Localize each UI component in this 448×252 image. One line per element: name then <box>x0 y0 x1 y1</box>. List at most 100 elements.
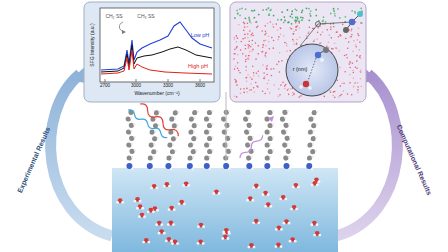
water-dot <box>237 67 239 69</box>
water-dot <box>333 91 335 93</box>
water-dot <box>248 40 250 42</box>
water-dot <box>335 47 337 49</box>
water-dot <box>292 92 294 94</box>
surfactant-dot <box>302 9 304 11</box>
water-dot <box>244 44 246 46</box>
high-ph-spectrum <box>101 50 212 74</box>
water-dot <box>349 62 351 64</box>
water-dot <box>267 88 269 90</box>
water-dot <box>279 27 281 29</box>
water-dot <box>352 70 354 72</box>
water-dot <box>320 34 322 36</box>
water-dot <box>286 45 288 47</box>
surfactant-dot <box>288 21 290 23</box>
text-label: 3600 <box>195 83 205 88</box>
surfactant-dot <box>302 17 304 19</box>
water-dot <box>237 54 239 56</box>
surfactant-dot <box>237 13 239 15</box>
plot-frame <box>100 8 214 82</box>
surfactant-molecule <box>242 110 257 171</box>
surfactant-dot <box>291 13 293 15</box>
water-dot <box>350 36 352 38</box>
water-molecule <box>163 182 171 187</box>
water-dot <box>257 86 259 88</box>
water-dot <box>293 31 295 33</box>
water-dot <box>296 44 298 46</box>
water-dot <box>244 26 246 28</box>
surfactant-dot <box>241 8 243 10</box>
water-dot <box>295 26 297 28</box>
water-dot <box>346 57 348 59</box>
surfactant-dot <box>273 15 275 17</box>
water-dot <box>240 49 242 51</box>
water-dot <box>265 66 267 68</box>
surfactant-dot <box>237 13 239 15</box>
water-dot <box>234 96 236 98</box>
water-dot <box>322 31 324 33</box>
water-dot <box>265 39 267 41</box>
surfactant-dot <box>333 8 335 10</box>
water-dot <box>285 84 287 86</box>
surfactant-dot <box>291 17 293 19</box>
surfactant-dot <box>252 10 254 12</box>
water-dot <box>240 88 242 90</box>
water-dot <box>359 49 361 51</box>
water-dot <box>326 29 328 31</box>
water-dot <box>338 96 340 98</box>
water-dot <box>309 26 311 28</box>
water-dot <box>250 89 252 91</box>
water-dot <box>272 23 274 25</box>
water-dot <box>264 55 266 57</box>
text-label: 3000 <box>131 83 141 88</box>
surfactant-dot <box>323 16 325 18</box>
water-dot <box>251 78 253 80</box>
water-dot <box>280 33 282 35</box>
water-dot <box>332 95 334 97</box>
water-dot <box>333 26 335 28</box>
arrow-head <box>122 30 126 34</box>
water-dot <box>233 58 235 60</box>
surfactant-dot <box>315 9 317 11</box>
surfactant-dot <box>322 21 324 23</box>
text-label: SFG Intensity (a.u.) <box>90 23 96 66</box>
water-molecule <box>147 208 155 213</box>
surfactant-dot <box>284 20 286 22</box>
water-dot <box>257 53 259 55</box>
water-dot <box>235 81 237 83</box>
zoom-spot <box>316 22 321 27</box>
water-dot <box>292 95 294 97</box>
water-dot <box>356 60 358 62</box>
water-dot <box>236 47 238 49</box>
water-dot <box>317 32 319 34</box>
water-dot <box>235 82 237 84</box>
water-dot <box>351 29 353 31</box>
water-dot <box>278 61 280 63</box>
surfactant-molecule <box>125 110 137 171</box>
water-dot <box>264 93 266 95</box>
water-dot <box>359 56 361 58</box>
water-dot <box>349 67 351 69</box>
water-dot <box>247 33 249 35</box>
zoom-leader <box>318 22 352 24</box>
surfactant-dot <box>287 22 289 24</box>
water-dot <box>252 65 254 67</box>
water-dot <box>245 70 247 72</box>
water-molecule <box>282 219 290 224</box>
water-dot <box>263 77 265 79</box>
water-dot <box>245 61 247 63</box>
water-dot <box>324 96 326 98</box>
water-dot <box>359 41 361 43</box>
water-dot <box>328 41 330 43</box>
water-dot <box>268 41 270 43</box>
surfactant-dot <box>330 13 332 15</box>
water-dot <box>298 22 300 24</box>
surfactant-dot <box>253 17 255 19</box>
water-dot <box>265 45 267 47</box>
water-molecule <box>136 204 144 209</box>
water-dot <box>292 33 294 35</box>
zoom-circle <box>286 44 338 96</box>
surfactant-dot <box>294 8 296 10</box>
water-dot <box>284 42 286 44</box>
